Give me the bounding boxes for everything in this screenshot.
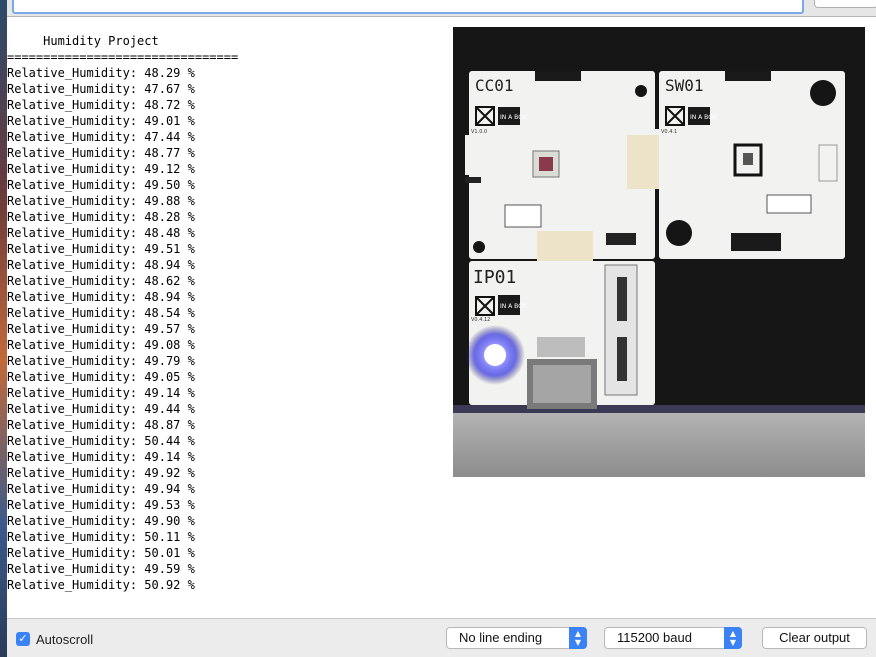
output-line: Relative_Humidity: 49.05 % [7,370,195,384]
output-line: Relative_Humidity: 48.54 % [7,306,195,320]
output-line: Relative_Humidity: 48.94 % [7,290,195,304]
output-line: Humidity Project [7,34,159,48]
sw01-label: SW01 [665,76,704,95]
hardware-photo-drawing: CC01 SW01 IP01 IN A BOX IN A BOX IN A BO… [453,27,865,477]
output-line: Relative_Humidity: 50.92 % [7,578,195,592]
output-line: Relative_Humidity: 49.12 % [7,162,195,176]
serial-monitor-footer: ✓ Autoscroll No line ending ▲▼ 115200 ba… [7,619,876,657]
checkmark-icon: ✓ [18,632,28,645]
output-line: Relative_Humidity: 49.50 % [7,178,195,192]
select-arrows-icon: ▲▼ [569,627,587,649]
output-line: Relative_Humidity: 49.14 % [7,386,195,400]
ip01-brand: IN A BOX [500,303,527,310]
output-line: Relative_Humidity: 49.59 % [7,562,195,576]
output-line: Relative_Humidity: 49.79 % [7,354,195,368]
sw01-version: V0.4.1 [661,129,677,135]
output-line: Relative_Humidity: 48.48 % [7,226,195,240]
cc01-label: CC01 [475,76,514,95]
output-line: Relative_Humidity: 49.53 % [7,498,195,512]
ip01-label: IP01 [473,267,516,288]
output-line: Relative_Humidity: 49.94 % [7,482,195,496]
baud-rate-select[interactable]: 115200 baud ▲▼ [604,627,742,649]
output-line: Relative_Humidity: 49.44 % [7,402,195,416]
autoscroll-checkbox[interactable]: ✓ [16,632,30,646]
serial-output-area[interactable]: Humidity Project ========================… [7,17,876,619]
cc01-brand: IN A BOX [500,114,527,121]
output-line: Relative_Humidity: 49.01 % [7,114,195,128]
cc01-version: V1.0.0 [471,129,487,135]
board-sw01 [659,71,845,259]
output-line: Relative_Humidity: 49.90 % [7,514,195,528]
output-line: Relative_Humidity: 48.77 % [7,146,195,160]
output-line: Relative_Humidity: 47.67 % [7,82,195,96]
autoscroll-label[interactable]: Autoscroll [36,632,94,647]
ip01-version: V0.4.12 [471,317,490,323]
output-line: Relative_Humidity: 49.88 % [7,194,195,208]
output-line: Relative_Humidity: 48.94 % [7,258,195,272]
output-line: Relative_Humidity: 47.44 % [7,130,195,144]
baud-rate-value: 115200 baud [617,630,692,645]
output-line: Relative_Humidity: 49.57 % [7,322,195,336]
sw01-brand: IN A BOX [690,114,717,121]
output-line: Relative_Humidity: 48.29 % [7,66,195,80]
line-ending-select[interactable]: No line ending ▲▼ [446,627,587,649]
send-input[interactable] [12,0,804,14]
send-bar [7,0,876,17]
line-ending-value: No line ending [459,630,543,645]
output-line: Relative_Humidity: 50.44 % [7,434,195,448]
serial-output-lines: Humidity Project ========================… [7,33,238,593]
output-line: Relative_Humidity: 50.11 % [7,530,195,544]
output-line: Relative_Humidity: 48.72 % [7,98,195,112]
output-line: Relative_Humidity: 49.92 % [7,466,195,480]
output-line: Relative_Humidity: 48.28 % [7,210,195,224]
hardware-photo: CC01 SW01 IP01 IN A BOX IN A BOX IN A BO… [453,27,865,477]
output-line: Relative_Humidity: 49.14 % [7,450,195,464]
output-line: Relative_Humidity: 49.08 % [7,338,195,352]
output-line: ================================ [7,50,239,64]
board-ip01 [465,261,655,409]
clear-output-button[interactable]: Clear output [762,627,867,649]
output-line: Relative_Humidity: 48.62 % [7,274,195,288]
output-line: Relative_Humidity: 48.87 % [7,418,195,432]
output-line: Relative_Humidity: 49.51 % [7,242,195,256]
board-cc01 [465,71,689,287]
select-arrows-icon: ▲▼ [724,627,742,649]
output-line: Relative_Humidity: 50.01 % [7,546,195,560]
send-button[interactable] [814,0,876,8]
desktop-background-strip [0,0,7,657]
